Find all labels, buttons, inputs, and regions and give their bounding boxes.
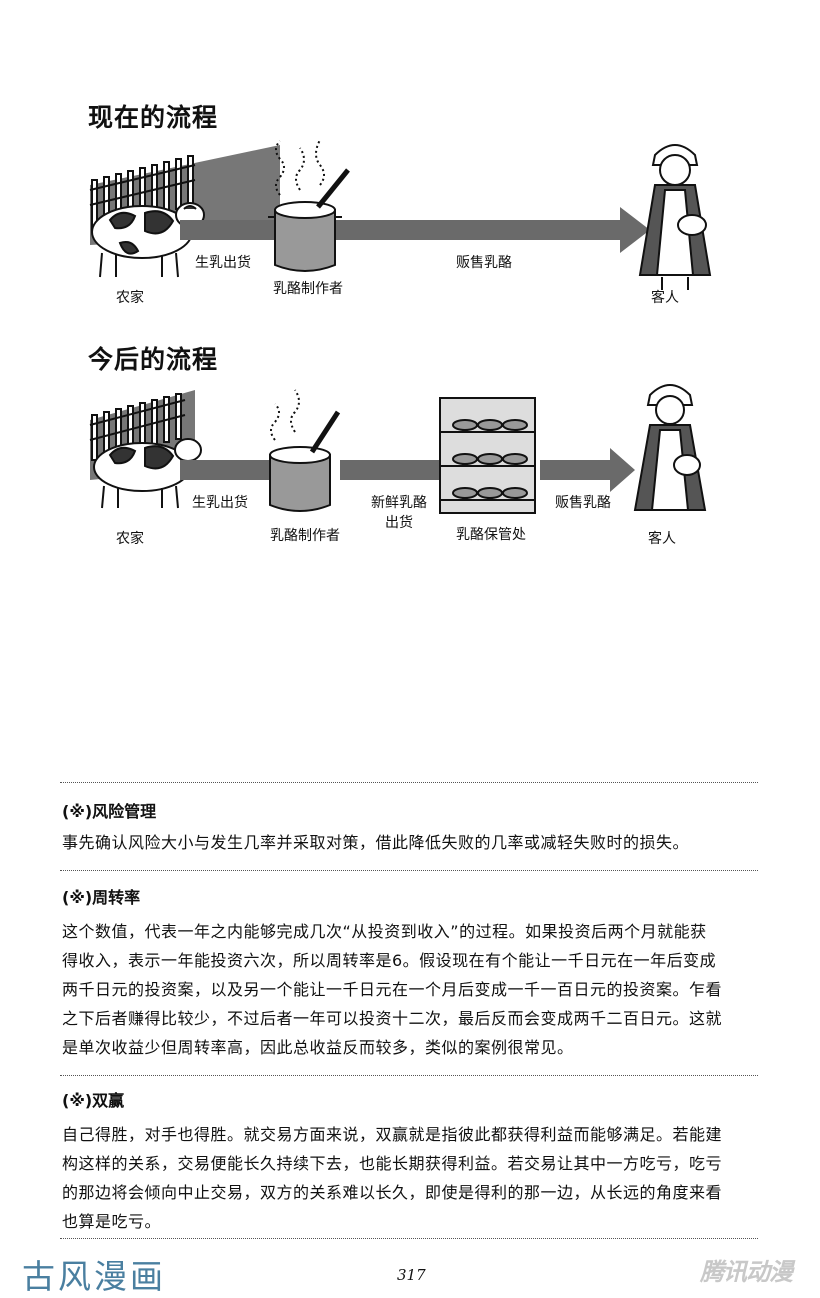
definition-line: 的那边将会倾向中止交易，双方的关系难以长久，即使是得利的那一边，从长远的角度来看 [62,1183,723,1202]
label-raw-milk-shipment: 生乳出货 [195,255,251,271]
flow-arrow [340,460,440,480]
watermark-logo-right: 腾讯动漫 [700,1258,793,1286]
label-fresh-cheese-shipment: 新鲜乳酪 出货 [362,492,436,532]
label-customer: 客人 [651,290,679,306]
definition-risk-management: 事先确认风险大小与发生几率并采取对策，借此降低失败的几率或减轻失败时的损失。 [62,828,689,857]
definition-line: 构这样的关系，交易便能长久持续下去，也能长期获得利益。若交易让其中一方吃亏，吃亏 [62,1154,723,1173]
definition-line: 也算是吃亏。 [62,1212,162,1231]
label-cheese-maker: 乳酪制作者 [270,528,340,544]
flow-arrow [540,448,635,492]
definition-line: 之下后者赚得比较少，不过后者一年可以投资十二次，最后反而会变成两千二百日元。这就 [62,1009,723,1028]
label-cheese-storage: 乳酪保管处 [456,527,526,543]
diagram-current-title: 现在的流程 [88,103,219,132]
label-farmer: 农家 [116,531,144,547]
cooking-pot-icon [269,389,341,512]
definition-turnover-rate: 这个数值，代表一年之内能够完成几次“从投资到收入”的过程。如果投资后两个月就能获… [62,917,722,1062]
label-sell-cheese: 贩售乳酪 [456,255,512,271]
divider [60,1075,758,1076]
customer-girl-icon [638,144,712,290]
term-turnover-rate: (※)周转率 [62,888,141,907]
term-win-win: (※)双赢 [62,1091,125,1110]
label-fresh-cheese-line1: 新鲜乳酪 [371,495,427,511]
diagram-future-title: 今后的流程 [88,345,219,374]
flow-arrow [180,460,280,480]
label-cheese-maker: 乳酪制作者 [273,281,343,297]
term-risk-management: (※)风险管理 [62,802,157,821]
definition-line: 得收入，表示一年能投资六次，所以周转率是6。假设现在有个能让一千日元在一年后变成 [62,951,717,970]
diagram-current-illustration [89,139,712,290]
definition-line: 两千日元的投资案，以及另一个能让一千日元在一个月后变成一千一百日元的投资案。乍看 [62,980,723,999]
label-sell-cheese: 贩售乳酪 [555,495,611,511]
diagram-future-illustration [89,384,707,514]
customer-girl-icon [633,384,707,511]
watermark-logo-left: 古风漫画 [22,1257,166,1296]
divider [60,870,758,871]
divider [60,782,758,783]
cheese-shelf-icon [439,397,536,514]
page-number: 317 [397,1266,426,1284]
cooking-pot-icon [268,139,350,272]
divider [60,1238,758,1239]
definition-line: 自己得胜，对手也得胜。就交易方面来说，双赢就是指彼此都获得利益而能够满足。若能建 [62,1125,723,1144]
definition-win-win: 自己得胜，对手也得胜。就交易方面来说，双赢就是指彼此都获得利益而能够满足。若能建… [62,1120,722,1236]
flow-arrow [180,207,650,253]
label-customer: 客人 [648,531,676,547]
label-raw-milk-shipment: 生乳出货 [192,495,248,511]
definition-line: 这个数值，代表一年之内能够完成几次“从投资到收入”的过程。如果投资后两个月就能获 [62,922,707,941]
label-farmer: 农家 [116,290,144,306]
definition-line: 是单次收益少但周转率高，因此总收益反而较多，类似的案例很常见。 [62,1038,574,1057]
label-fresh-cheese-line2: 出货 [385,515,413,531]
definition-line: 事先确认风险大小与发生几率并采取对策，借此降低失败的几率或减轻失败时的损失。 [62,833,690,852]
